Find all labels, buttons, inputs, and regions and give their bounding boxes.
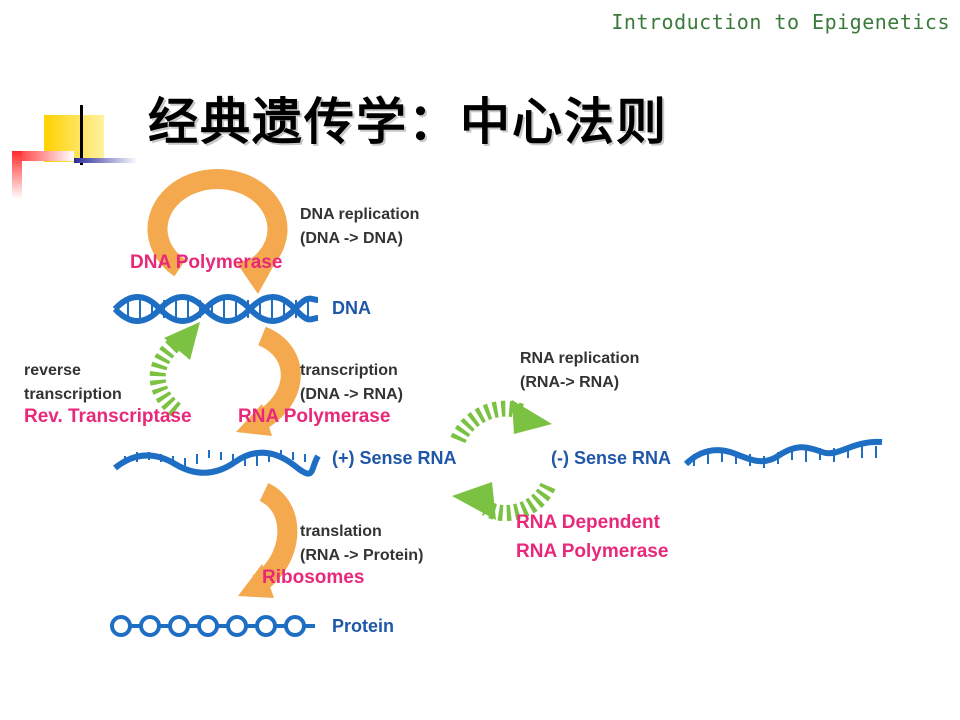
dna-replication-subtitle: (DNA -> DNA) bbox=[300, 230, 403, 247]
rna-replication-cycle-icon bbox=[450, 400, 556, 522]
dna-label: DNA bbox=[332, 298, 371, 318]
protein-bead-chain-icon bbox=[110, 615, 315, 637]
dna-polymerase-label: DNA Polymerase bbox=[130, 252, 282, 273]
rna-polymerase-2-label: RNA Polymerase bbox=[516, 541, 668, 562]
translation-subtitle: (RNA -> Protein) bbox=[300, 547, 423, 564]
minus-sense-rna-label: (-) Sense RNA bbox=[551, 448, 671, 468]
plus-sense-rna-label: (+) Sense RNA bbox=[332, 448, 457, 468]
reverse-transcription-label-2: transcription bbox=[24, 386, 122, 403]
plus-sense-rna-strand-icon bbox=[113, 449, 321, 477]
protein-label: Protein bbox=[332, 616, 394, 636]
dna-replication-label: DNA replication bbox=[300, 206, 419, 223]
transcription-arrow-icon bbox=[236, 326, 301, 436]
course-header: Introduction to Epigenetics bbox=[611, 10, 950, 34]
slide-title: 经典遗传学：中心法则 bbox=[148, 92, 668, 151]
dna-helix-icon bbox=[112, 294, 319, 324]
translation-arrow-icon bbox=[238, 482, 298, 598]
rna-polymerase-label: RNA Polymerase bbox=[238, 406, 390, 427]
corner-decoration bbox=[12, 105, 138, 199]
ribosomes-label: Ribosomes bbox=[262, 567, 364, 588]
minus-sense-rna-strand-icon bbox=[683, 438, 883, 468]
rna-replication-label: RNA replication bbox=[520, 350, 639, 367]
translation-label: translation bbox=[300, 523, 382, 540]
rna-dependent-label: RNA Dependent bbox=[516, 512, 661, 533]
rna-replication-subtitle: (RNA-> RNA) bbox=[520, 374, 619, 391]
rev-transcriptase-label: Rev. Transcriptase bbox=[24, 406, 192, 427]
reverse-transcription-arrow-icon bbox=[149, 322, 200, 417]
dna-replication-cycle-icon bbox=[147, 168, 288, 294]
reverse-transcription-label-1: reverse bbox=[24, 362, 81, 379]
transcription-label: transcription bbox=[300, 362, 398, 379]
transcription-subtitle: (DNA -> RNA) bbox=[300, 386, 403, 403]
